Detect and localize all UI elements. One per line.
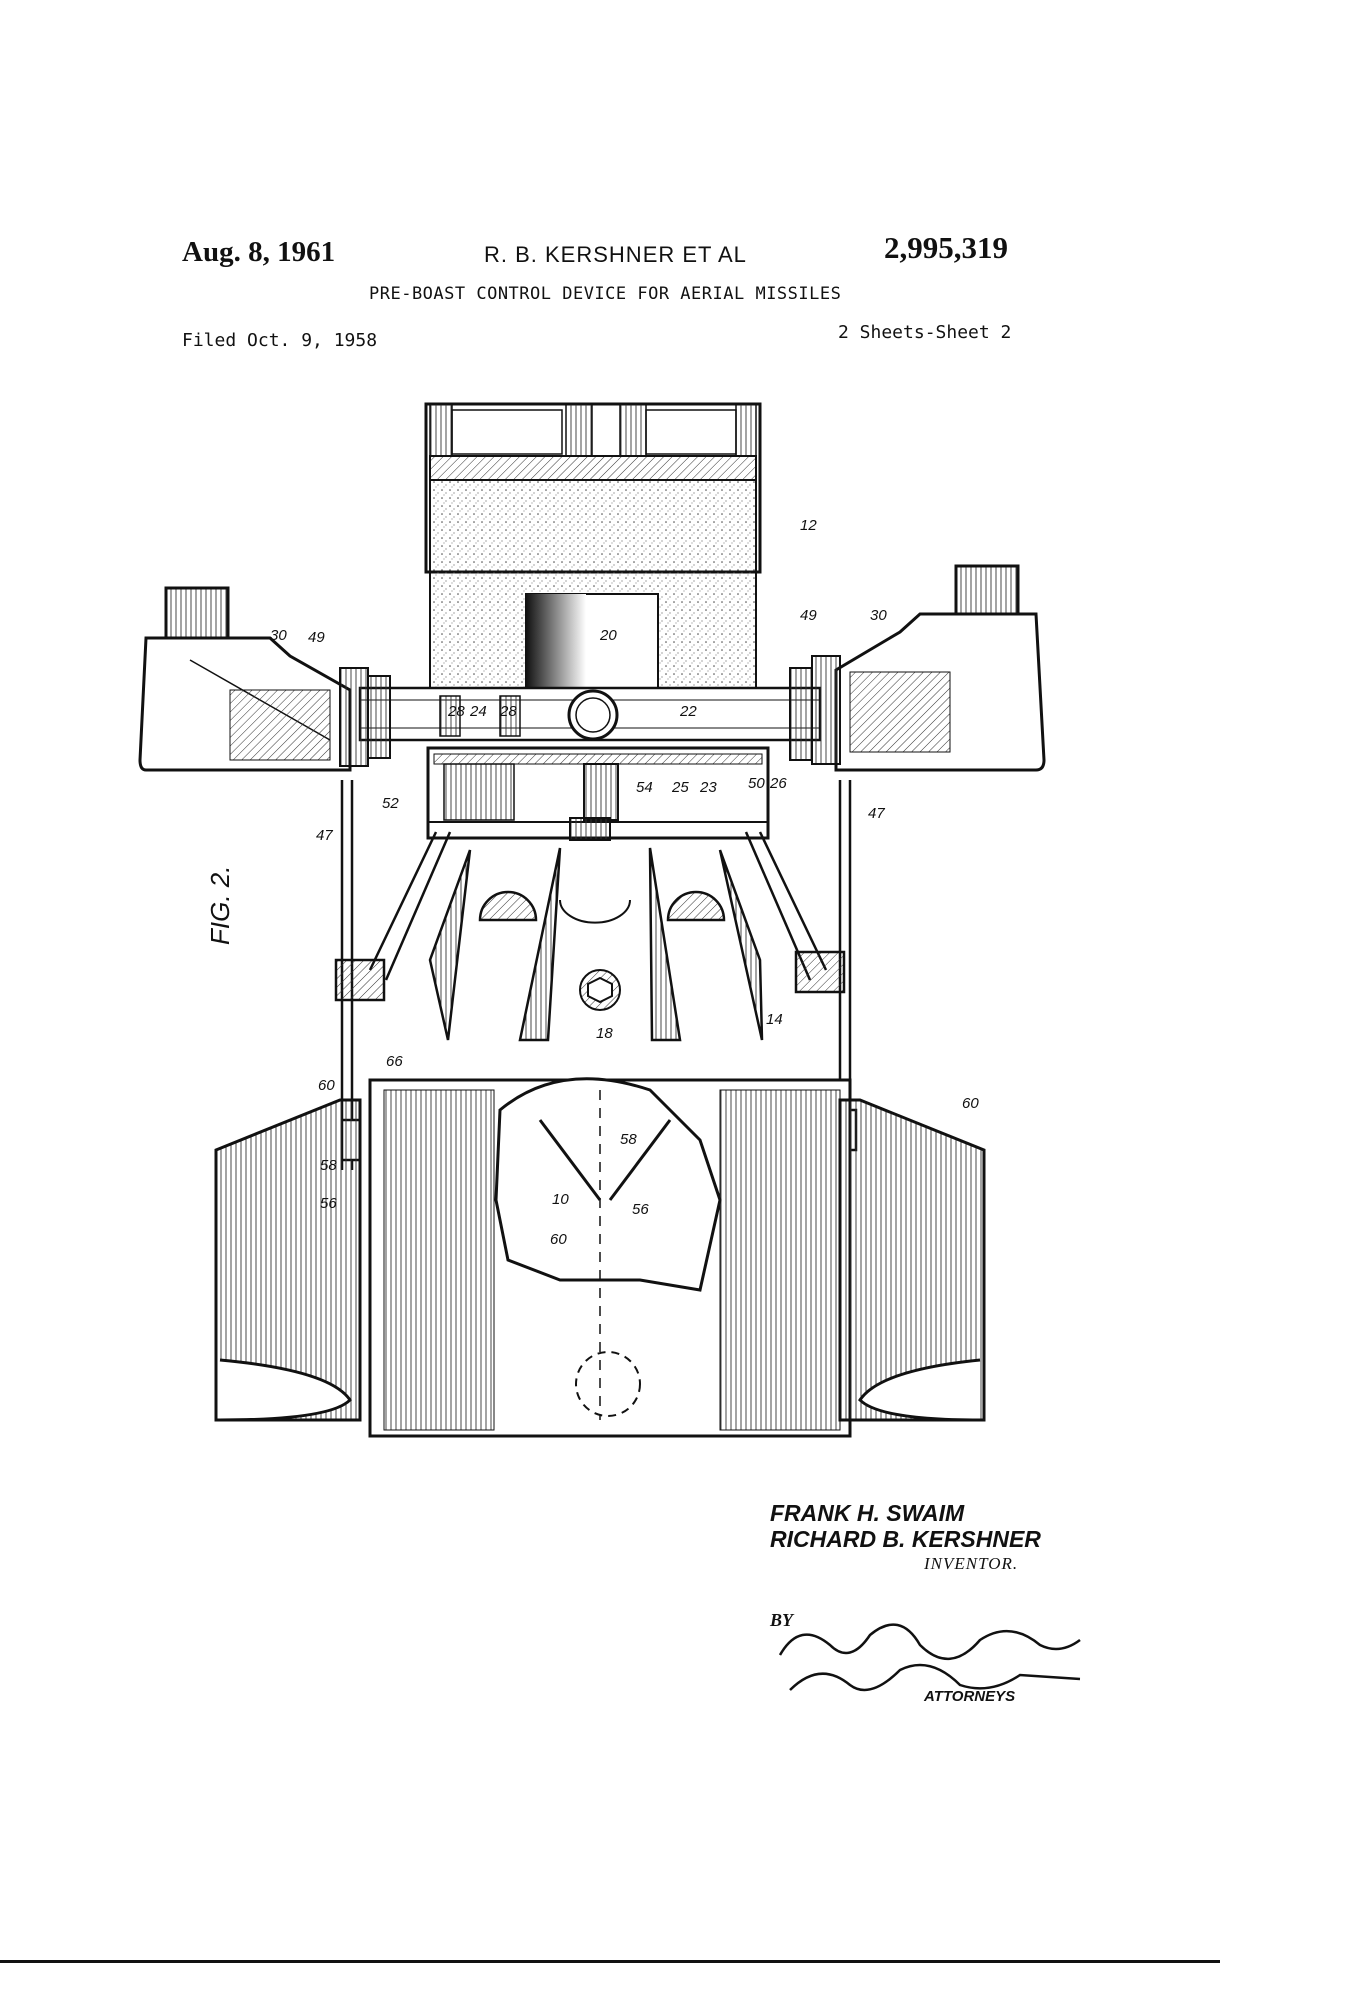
ref-49b: 49: [800, 607, 817, 624]
inventor-name-1: FRANK H. SWAIM: [770, 1500, 965, 1526]
ref-22: 22: [679, 703, 697, 720]
ref-18: 18: [596, 1025, 613, 1042]
patent-number: 2,995,319: [884, 230, 1008, 265]
ref-54: 54: [636, 779, 653, 796]
reference-numerals: 12 20 22 24 28 28 30 30 49 49 23 25 26 5…: [270, 517, 979, 1248]
ref-60a: 60: [318, 1077, 335, 1094]
missile-body-12: [424, 402, 762, 701]
ref-30a: 30: [270, 627, 287, 644]
inventor-label: INVENTOR.: [924, 1554, 1019, 1573]
by-label: BY: [770, 1610, 794, 1630]
gear-box: [426, 746, 770, 841]
ref-23: 23: [699, 779, 717, 796]
ref-49a: 49: [308, 629, 325, 646]
ref-12: 12: [800, 517, 817, 534]
ref-26: 26: [769, 775, 787, 792]
ref-60b: 60: [962, 1095, 979, 1112]
ref-58a: 58: [320, 1157, 337, 1174]
inventor-header: R. B. KERSHNER ET AL: [484, 242, 747, 267]
ref-50: 50: [748, 775, 765, 792]
ref-10: 10: [552, 1191, 569, 1208]
bottom-rule: [0, 1960, 1220, 1963]
right-elbow-30: [789, 564, 1046, 772]
ref-60c: 60: [550, 1231, 567, 1248]
fins-60: [214, 1098, 986, 1422]
shaft-22: [358, 686, 822, 742]
inventor-names: FRANK H. SWAIM RICHARD B. KERSHNER: [770, 1500, 1041, 1552]
ref-47a: 47: [316, 827, 333, 844]
ref-56b: 56: [632, 1201, 649, 1218]
left-elbow-30: [138, 586, 391, 772]
ref-52: 52: [382, 795, 399, 812]
patent-title: PRE-BOAST CONTROL DEVICE FOR AERIAL MISS…: [369, 284, 842, 304]
patent-date: Aug. 8, 1961: [182, 236, 336, 268]
inventor-name-2: RICHARD B. KERSHNER: [770, 1526, 1041, 1552]
ref-58b: 58: [620, 1131, 637, 1148]
ref-28a: 28: [447, 703, 465, 720]
struts: [368, 831, 828, 1042]
ref-47b: 47: [868, 805, 885, 822]
ref-20: 20: [599, 627, 617, 644]
lower-fuselage: [368, 1077, 852, 1438]
filed-date: Filed Oct. 9, 1958: [182, 330, 378, 351]
sheet-count: 2 Sheets-Sheet 2: [838, 322, 1012, 343]
ref-24: 24: [469, 703, 487, 720]
ref-25: 25: [671, 779, 689, 796]
ref-30b: 30: [870, 607, 887, 624]
ref-14: 14: [766, 1011, 783, 1028]
ref-28b: 28: [499, 703, 517, 720]
ref-66: 66: [386, 1053, 403, 1070]
attorneys-label: ATTORNEYS: [924, 1688, 1016, 1705]
attorney-signature: [778, 1623, 1081, 1692]
ref-56a: 56: [320, 1195, 337, 1212]
